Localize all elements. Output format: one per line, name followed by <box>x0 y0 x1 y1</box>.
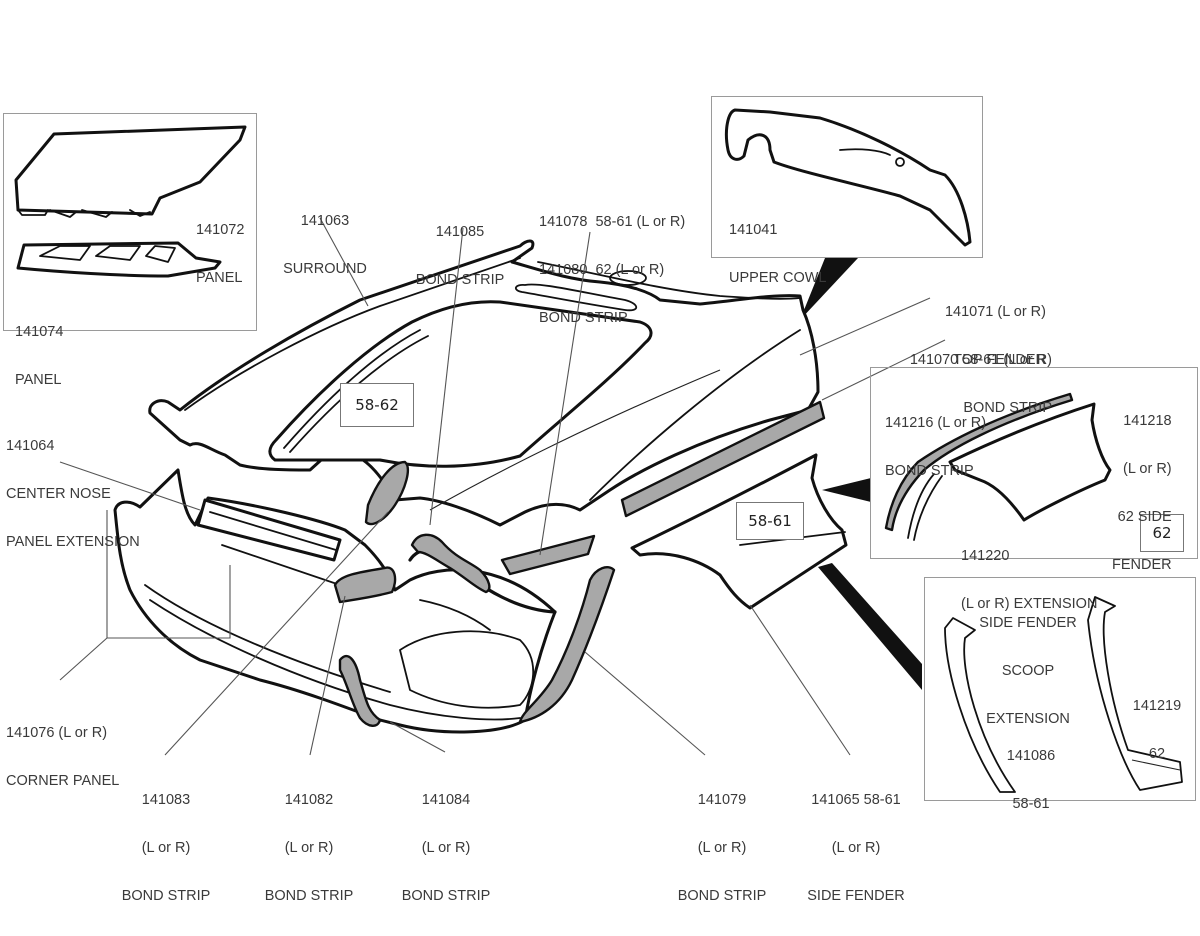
bond-strip-141082-shape <box>333 566 397 604</box>
label-center-nose: 141064 CENTER NOSE PANEL EXTENSION <box>6 438 140 550</box>
panel-141072-drawing <box>14 125 247 218</box>
pointer-wedge-62 <box>822 478 871 502</box>
part-name: PANEL <box>15 372 62 388</box>
label-panel-141074: 141074 PANEL <box>15 292 63 420</box>
side-fender-62-drawing <box>884 392 1112 541</box>
bond-strip-141084-shape <box>338 654 382 727</box>
inset-scoop-extension <box>924 577 1196 801</box>
label-bond-strip-141216: 141216 (L or R) BOND STRIP <box>885 415 987 479</box>
part-name: PANEL <box>196 270 243 286</box>
label-surround: 141063 SURROUND <box>283 213 367 277</box>
pointer-wedge-scoop <box>818 563 922 690</box>
label-bond-strip-141082: 141082 (L or R) BOND STRIP <box>264 792 354 904</box>
label-side-fender-141218: 141218 (L or R) 62 SIDE FENDER <box>1112 413 1172 573</box>
label-side-fender: 141065 58-61 (L or R) SIDE FENDER <box>807 792 905 904</box>
year-box-62: 62 <box>1140 514 1184 552</box>
part-name: UPPER COWL <box>729 270 827 286</box>
year-box-main: 58-62 <box>340 383 414 427</box>
bond-strip-141079-shape <box>518 566 616 724</box>
pointer-wedge-cowl <box>800 258 858 320</box>
diagram-drawing: .ln { fill: none; stroke: #111; stroke-w… <box>14 108 1183 793</box>
part-number: 141074 <box>15 324 64 340</box>
corner-panel-bracket <box>106 510 231 639</box>
bond-strip-141078-shape <box>500 534 596 576</box>
label-upper-cowl: 141041 UPPER COWL <box>729 190 827 318</box>
label-bond-strip-141085: 141085 BOND STRIP <box>415 224 505 288</box>
label-bond-strip-141078: 141078 58-61 (L or R) 141080 62 (L or R)… <box>539 214 686 326</box>
label-top-fender: 141071 (L or R) TOP FENDER <box>944 304 1046 368</box>
leader-lines <box>59 217 946 756</box>
label-scoop-141219: 141219 62 <box>1132 698 1182 762</box>
year-box-side-fender: 58-61 <box>736 502 804 540</box>
label-bond-strip-141070: 141070 58-61 (L or R) BOND STRIP <box>909 352 1052 416</box>
inset-side-fender-62 <box>870 367 1198 559</box>
label-bond-strip-141084: 141084 (L or R) BOND STRIP <box>401 792 491 904</box>
label-corner-panel: 141076 (L or R) CORNER PANEL <box>6 725 120 789</box>
bond-strip-141070-shape <box>620 400 826 518</box>
label-bond-strip-141083: 141083 (L or R) BOND STRIP <box>121 792 211 904</box>
part-number: 141041 <box>729 222 778 238</box>
scoop-extension-141086-drawing <box>944 617 1016 793</box>
bond-strip-141085-shape <box>410 533 491 594</box>
label-panel-141072: 141072 PANEL <box>196 190 244 318</box>
scoop-extension-141219-drawing <box>1087 596 1183 791</box>
label-scoop-141086: 141086 58-61 <box>1006 748 1056 812</box>
bond-strip-141083-shape <box>364 460 409 526</box>
label-extension-141220: 141220 (L or R) EXTENSION <box>961 548 1098 612</box>
upper-cowl-drawing <box>724 108 972 247</box>
part-number: 141072 <box>196 222 245 238</box>
inset-panels <box>3 113 257 331</box>
parts-diagram: .ln { fill: none; stroke: #111; stroke-w… <box>3 96 1198 904</box>
label-bond-strip-141079: 141079 (L or R) BOND STRIP <box>677 792 767 904</box>
panel-141074-drawing <box>16 241 222 278</box>
inset-upper-cowl <box>711 96 983 258</box>
label-scoop-extension-title: SIDE FENDER SCOOP EXTENSION <box>979 615 1077 727</box>
